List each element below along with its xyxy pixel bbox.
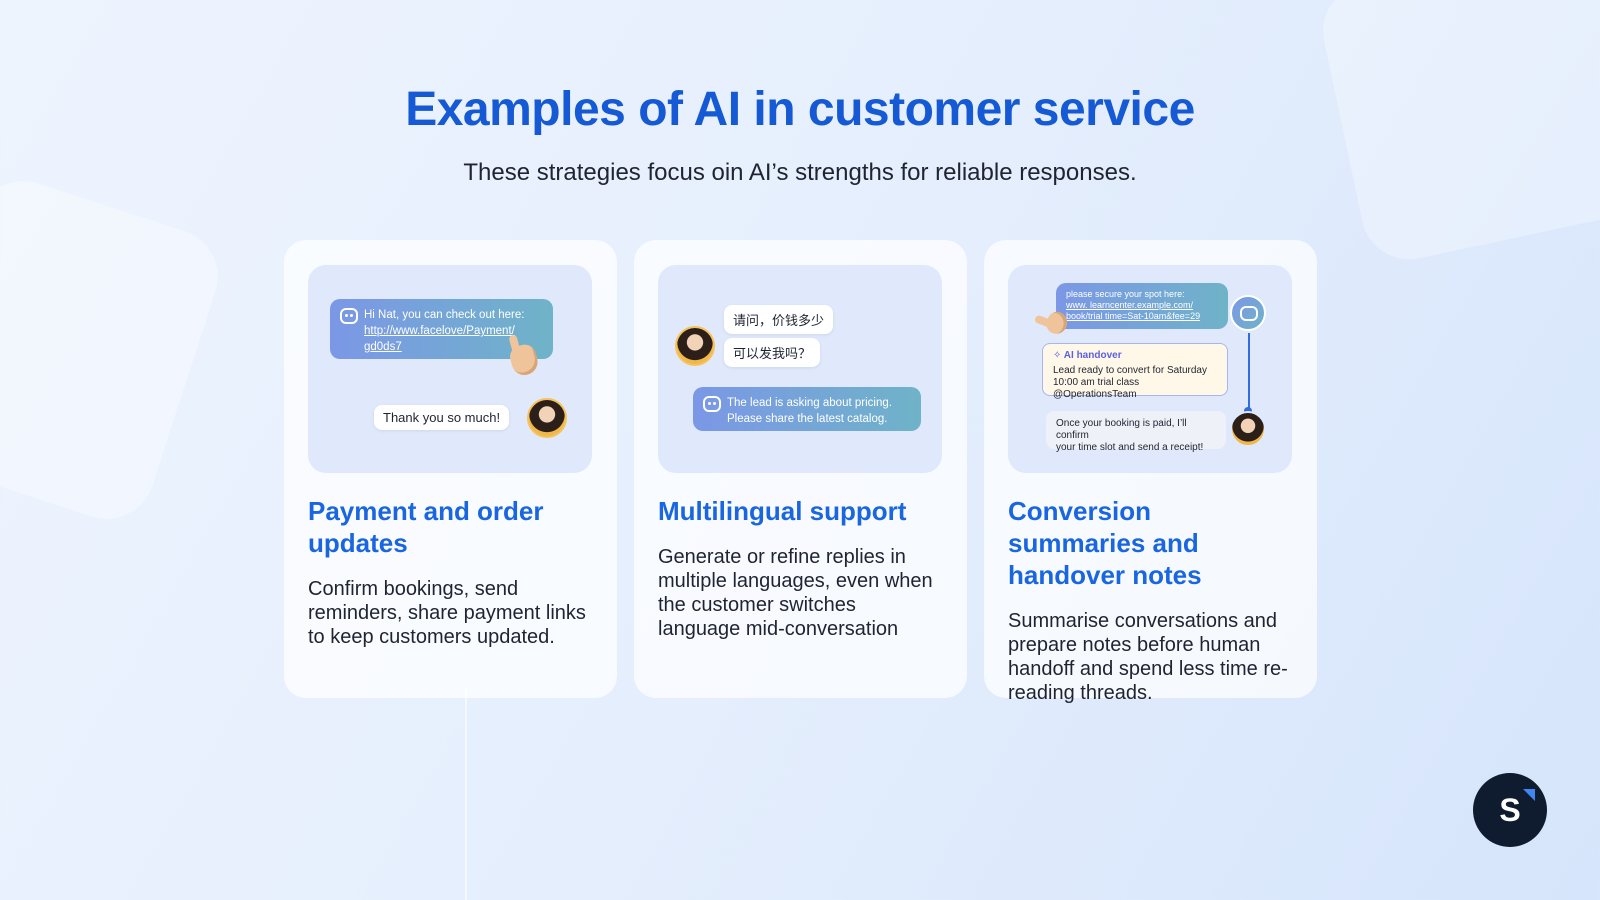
- background-line: [465, 690, 467, 900]
- card-description: Generate or refine replies in multiple l…: [658, 546, 933, 640]
- card-description: Summarise conversations and prepare note…: [1008, 610, 1288, 704]
- logo-letter: S: [1499, 791, 1521, 828]
- chat-bot-icon: [340, 308, 358, 324]
- user-chat-bubble: 可以发我吗？: [724, 338, 821, 367]
- chat-bot-icon: [703, 396, 721, 412]
- note-text: 10:00 am trial class @OperationsTeam: [1053, 377, 1140, 400]
- user-chat-bubble: Thank you so much!: [374, 405, 510, 430]
- avatar: [675, 326, 715, 366]
- card-title: Conversion summaries and handover notes: [1008, 496, 1202, 590]
- ai-chat-bubble: The lead is asking about pricing. Please…: [693, 387, 921, 431]
- payment-link-continued[interactable]: gd0ds7: [364, 341, 402, 353]
- page-subtitle: These strategies focus oin AI’s strength…: [463, 159, 1137, 186]
- handover-note: ✧ AI handover Lead ready to convert for …: [1042, 343, 1228, 400]
- ai-message-text: The lead is asking about pricing.: [727, 397, 892, 409]
- booking-link[interactable]: www. learncenter.example.com/: [1066, 300, 1194, 310]
- note-text: Lead ready to convert for Saturday: [1053, 365, 1207, 376]
- ai-message-text: Hi Nat, you can check out here:: [364, 309, 525, 321]
- page-title: Examples of AI in customer service: [405, 83, 1195, 136]
- payment-link[interactable]: http://www.facelove/Payment/: [364, 325, 515, 337]
- avatar: [1230, 411, 1266, 447]
- chat-bot-icon: [1240, 306, 1258, 321]
- card-illustration: please secure your spot here: www. learn…: [1008, 265, 1292, 473]
- slide-header: Examples of AI in customer service These…: [0, 82, 1600, 187]
- agent-chat-bubble: Once your booking is paid, I’ll confirm …: [1046, 411, 1226, 453]
- chat-bot-avatar: [1230, 295, 1266, 331]
- ai-chat-bubble: Hi Nat, you can check out here: http://w…: [330, 299, 553, 359]
- card-payment-updates: Hi Nat, you can check out here: http://w…: [284, 240, 617, 698]
- card-title: Multilingual support: [658, 496, 907, 526]
- ai-message-text: please secure your spot here:: [1066, 289, 1185, 299]
- brand-logo-button[interactable]: S: [1473, 773, 1547, 847]
- agent-message-text: Once your booking is paid, I’ll confirm: [1056, 418, 1187, 441]
- ai-message-text: Please share the latest catalog.: [727, 413, 888, 425]
- card-conversion-summaries: please secure your spot here: www. learn…: [984, 240, 1317, 704]
- user-chat-bubble: 请问，价钱多少: [724, 305, 834, 334]
- card-multilingual-support: 请问，价钱多少 可以发我吗？ The lead is asking about …: [634, 240, 967, 698]
- card-description: Confirm bookings, send reminders, share …: [308, 578, 586, 648]
- card-title: Payment and order updates: [308, 496, 544, 558]
- booking-link-continued[interactable]: book/trial time=Sat-10am&fee=29: [1066, 311, 1201, 321]
- example-cards: Hi Nat, you can check out here: http://w…: [284, 240, 1317, 704]
- background-shape: [0, 168, 231, 532]
- logo-corner-accent: [1523, 789, 1535, 801]
- agent-message-text: your time slot and send a receipt!: [1056, 442, 1204, 453]
- note-label: ✧ AI handover: [1053, 350, 1122, 361]
- avatar: [527, 398, 567, 438]
- ai-chat-bubble: please secure your spot here: www. learn…: [1056, 283, 1228, 329]
- handover-connector: [1248, 333, 1250, 411]
- card-illustration: 请问，价钱多少 可以发我吗？ The lead is asking about …: [658, 265, 942, 473]
- sparkle-icon: ✧: [1053, 350, 1064, 361]
- card-illustration: Hi Nat, you can check out here: http://w…: [308, 265, 592, 473]
